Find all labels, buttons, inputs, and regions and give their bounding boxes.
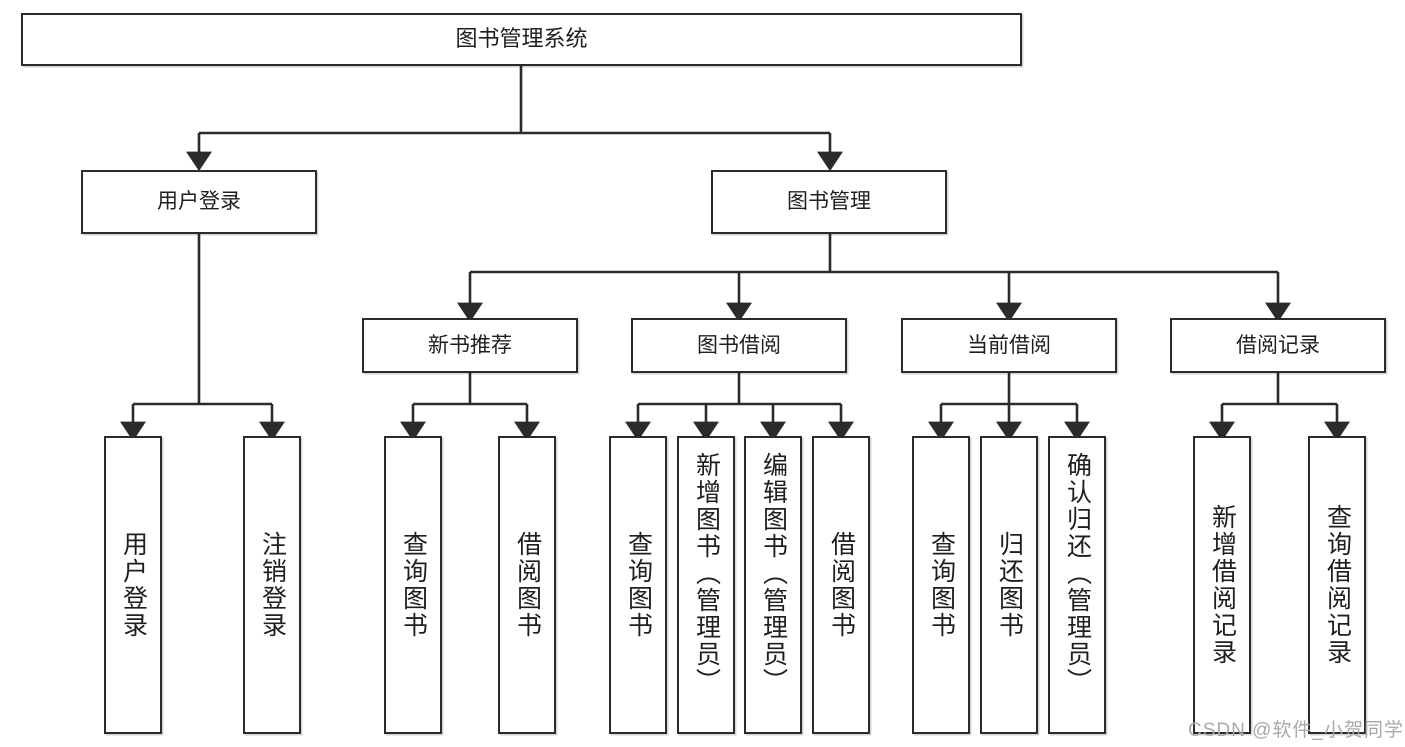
node-label: 用户登录 bbox=[157, 190, 241, 214]
node-label: 注销登录 bbox=[258, 531, 287, 639]
node-book-borrow[interactable]: 图书借阅 bbox=[631, 318, 847, 373]
node-label: 借阅图书 bbox=[827, 531, 856, 639]
node-label: 借阅记录 bbox=[1236, 333, 1320, 357]
node-label: 查询图书 bbox=[399, 531, 428, 639]
node-label: 确认归还（管理员） bbox=[1063, 452, 1092, 695]
node-current-borrow[interactable]: 当前借阅 bbox=[901, 318, 1117, 373]
leaf-query-book-borrow[interactable]: 查询图书 bbox=[609, 436, 667, 734]
node-label: 查询图书 bbox=[927, 531, 956, 639]
leaf-add-borrow-record[interactable]: 新增借阅记录 bbox=[1193, 436, 1251, 734]
node-user-login[interactable]: 用户登录 bbox=[81, 170, 317, 234]
leaf-borrow-book[interactable]: 借阅图书 bbox=[812, 436, 870, 734]
node-label: 借阅图书 bbox=[513, 531, 542, 639]
node-label: 图书借阅 bbox=[697, 333, 781, 357]
leaf-edit-book-admin[interactable]: 编辑图书（管理员） bbox=[744, 436, 802, 734]
node-borrow-record[interactable]: 借阅记录 bbox=[1170, 318, 1386, 373]
watermark-text: CSDN @软件_小贺同学 bbox=[1188, 720, 1404, 741]
leaf-user-login[interactable]: 用户登录 bbox=[104, 436, 162, 734]
node-label: 查询图书 bbox=[624, 531, 653, 639]
leaf-return-book[interactable]: 归还图书 bbox=[980, 436, 1038, 734]
leaf-query-borrow-record[interactable]: 查询借阅记录 bbox=[1308, 436, 1366, 734]
node-label: 图书管理 bbox=[787, 190, 871, 214]
leaf-logout[interactable]: 注销登录 bbox=[243, 436, 301, 734]
node-label: 查询借阅记录 bbox=[1323, 504, 1352, 666]
node-label: 新增图书（管理员） bbox=[692, 452, 721, 695]
leaf-query-book-current[interactable]: 查询图书 bbox=[912, 436, 970, 734]
node-label: 编辑图书（管理员） bbox=[759, 452, 788, 695]
node-new-book-recommendation[interactable]: 新书推荐 bbox=[362, 318, 578, 373]
node-book-management[interactable]: 图书管理 bbox=[711, 170, 947, 234]
node-label: 新书推荐 bbox=[428, 333, 512, 357]
node-label: 当前借阅 bbox=[967, 333, 1051, 357]
leaf-query-book-recommendation[interactable]: 查询图书 bbox=[384, 436, 442, 734]
node-root-book-management-system[interactable]: 图书管理系统 bbox=[21, 13, 1022, 66]
leaf-borrow-book-recommendation[interactable]: 借阅图书 bbox=[498, 436, 556, 734]
node-label: 新增借阅记录 bbox=[1208, 504, 1237, 666]
leaf-confirm-return-admin[interactable]: 确认归还（管理员） bbox=[1048, 436, 1106, 734]
node-label: 图书管理系统 bbox=[455, 26, 588, 52]
node-label: 用户登录 bbox=[119, 531, 148, 639]
leaf-add-book-admin[interactable]: 新增图书（管理员） bbox=[677, 436, 735, 734]
node-label: 归还图书 bbox=[995, 531, 1024, 639]
